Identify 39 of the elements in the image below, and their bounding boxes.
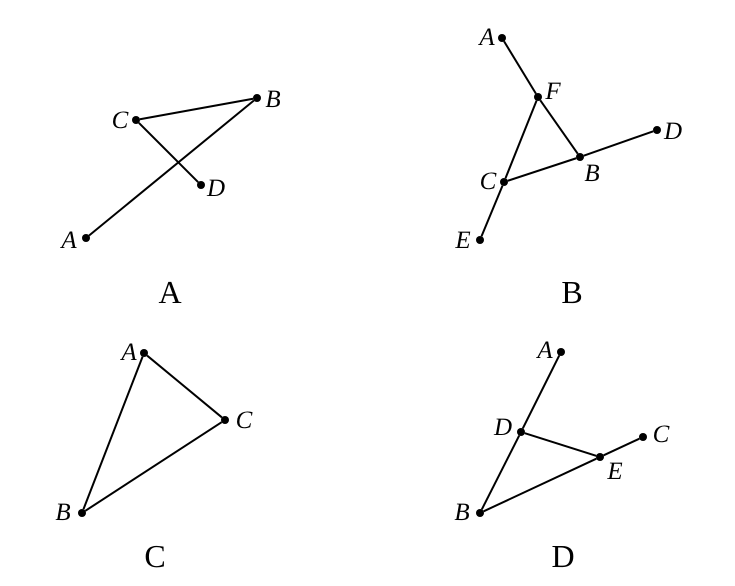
point-label: A xyxy=(478,26,496,50)
point-label: D xyxy=(494,416,512,440)
line-segment xyxy=(138,122,199,183)
point-label: C xyxy=(652,423,670,447)
point-label: C xyxy=(235,409,253,433)
figure-caption: A xyxy=(157,275,183,309)
line-segment xyxy=(524,432,596,457)
point-label: B xyxy=(54,501,72,525)
line-segment xyxy=(522,355,560,429)
line-segment xyxy=(483,458,597,512)
line-segment xyxy=(140,98,254,120)
line-segment xyxy=(603,438,640,456)
line-segment xyxy=(507,157,577,182)
point-label: D xyxy=(207,177,225,201)
point-label: B xyxy=(453,501,471,525)
point-label: D xyxy=(664,120,682,144)
point-label: C xyxy=(479,170,497,194)
line-segment xyxy=(504,100,538,179)
point-label: A xyxy=(60,229,78,253)
point-label: F xyxy=(544,80,562,104)
line-segment xyxy=(480,435,520,510)
line-segment xyxy=(146,354,223,418)
point-label: A xyxy=(536,339,554,363)
figure-caption: D xyxy=(550,539,576,573)
point-label: E xyxy=(606,460,624,484)
line-segment xyxy=(84,421,222,512)
point-label: B xyxy=(583,162,601,186)
figure-caption: C xyxy=(143,539,167,573)
figure-caption: B xyxy=(560,275,584,309)
line-segment xyxy=(583,130,654,157)
point-label: C xyxy=(111,109,129,133)
point-label: A xyxy=(120,341,138,365)
point-label: E xyxy=(454,229,472,253)
line-segment xyxy=(503,40,537,94)
line-segment xyxy=(539,100,579,154)
line-segment xyxy=(480,185,504,237)
line-segment xyxy=(88,100,255,236)
line-segment xyxy=(82,356,144,510)
point-label: B xyxy=(264,88,282,112)
